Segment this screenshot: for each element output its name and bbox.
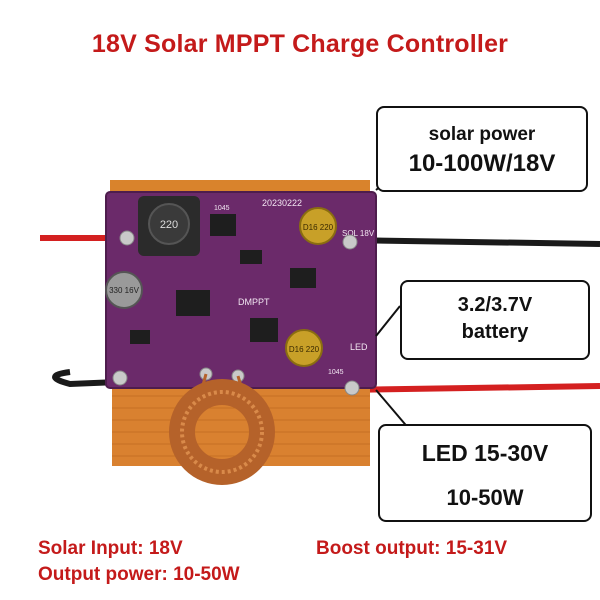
solar-power-callout: solar power 10-100W/18V [376,106,588,192]
mosfet [250,318,278,342]
solar-terminal-label: SOL 18V [342,229,375,238]
spec-output-power: Output power: 10-50W [38,564,240,585]
solar-black-wire [344,237,600,247]
battery-callout: 3.2/3.7V battery [400,280,590,360]
page-title: 18V Solar MPPT Charge Controller [91,30,509,58]
capacitor-top [299,207,337,245]
led-callout-line1: LED 15-30V [421,440,549,466]
part-1045-a: 1045 [214,205,230,212]
led-callout: LED 15-30V 10-50W [378,424,592,522]
capacitor-mid-label: D16 220 [289,345,320,354]
chip-small-c [240,250,262,264]
chip-small [290,268,316,288]
led-plus-pad [344,380,360,396]
board-name: DMPPT [238,297,270,307]
led-terminal-label: LED [350,342,368,352]
led-leader-line [375,389,411,431]
spec-solar-input: Solar Input: 18V [38,538,183,559]
chip-small-b [130,330,150,344]
chip-main [176,290,210,316]
solar-minus-pad [342,234,358,250]
led-callout-line2: 10-50W [446,485,524,510]
capacitor-top-label: D16 220 [303,223,334,232]
solar-plus-pad [119,230,135,246]
part-1045-b: 1045 [328,369,344,376]
board-date-code: 20230222 [262,198,302,208]
capacitor-left [105,271,143,309]
spec-boost-output: Boost output: 15-31V [316,538,508,559]
chip-1045-a [210,214,236,236]
led-red-wire [344,383,600,393]
battery-callout-line2: battery [461,321,529,343]
battery-pad [112,370,128,386]
capacitor-mid [285,329,323,367]
battery-leader-line [375,305,401,337]
solar-callout-line2: 10-100W/18V [408,150,556,177]
battery-black-wire [52,369,119,388]
inductor-label: 220 [160,219,178,231]
battery-callout-line1: 3.2/3.7V [457,294,533,316]
capacitor-left-label: 330 16V [109,286,139,295]
solar-callout-line1: solar power [428,124,536,145]
